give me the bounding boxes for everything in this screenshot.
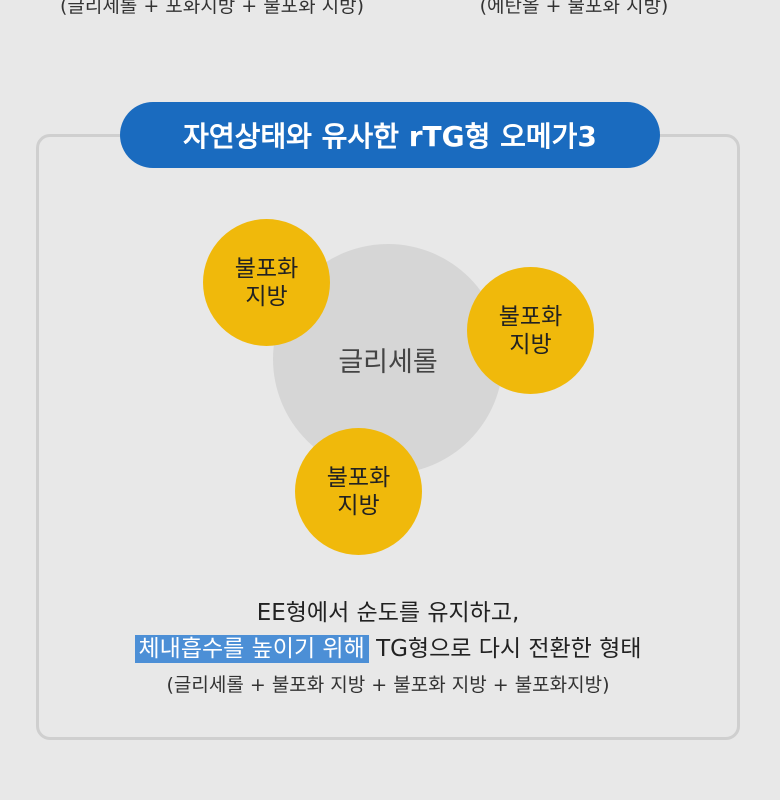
- fat-circle-label-line1: 불포화: [234, 255, 299, 282]
- card-title: 자연상태와 유사한 rTG형 오메가3: [120, 102, 660, 168]
- top-caption-left: (글리세롤 + 포화지방 + 불포화 지방): [59, 0, 365, 17]
- description-line-2: 체내흡수를 높이기 위해 TG형으로 다시 전환한 형태: [36, 629, 740, 663]
- fat-circle-label-line2: 지방: [245, 283, 288, 310]
- fat-circle-label-line1: 불포화: [326, 464, 391, 491]
- highlighted-text: 체내흡수를 높이기 위해: [134, 635, 369, 663]
- top-caption-right: (에탄올 + 불포화 지방): [479, 0, 669, 17]
- fat-circle-label-line2: 지방: [337, 492, 380, 519]
- description-line-2-rest: TG형으로 다시 전환한 형태: [376, 636, 642, 662]
- composition-caption: (글리세롤 + 불포화 지방 + 불포화 지방 + 불포화지방): [166, 674, 610, 696]
- fat-circle-label-line2: 지방: [509, 331, 552, 358]
- unsaturated-fat-circle-3: 불포화 지방: [295, 428, 422, 555]
- unsaturated-fat-circle-1: 불포화 지방: [203, 219, 330, 346]
- glycerol-label: 글리세롤: [338, 346, 438, 378]
- fat-circle-label-line1: 불포화: [498, 303, 563, 330]
- description-line-1: EE형에서 순도를 유지하고,: [256, 600, 520, 626]
- unsaturated-fat-circle-2: 불포화 지방: [467, 267, 594, 394]
